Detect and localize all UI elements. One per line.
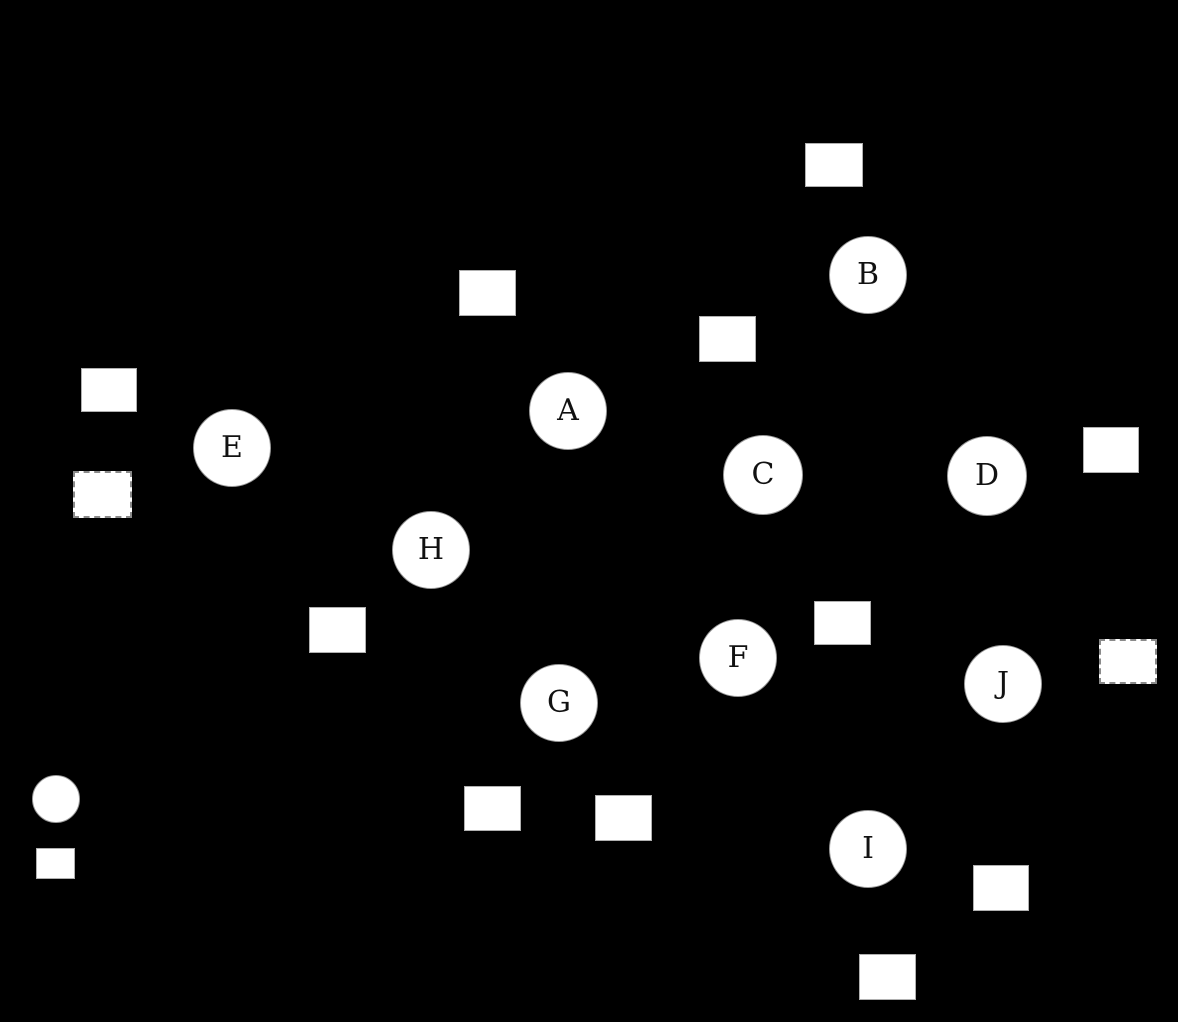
node-label: D [974, 458, 1000, 493]
node-label: A [557, 393, 579, 428]
solid-box[interactable] [459, 270, 516, 316]
node-label: J [996, 666, 1010, 701]
solid-box[interactable] [805, 143, 863, 187]
dashed-box[interactable] [1099, 639, 1157, 684]
graph-node-E[interactable]: E [193, 409, 271, 487]
graph-node-C[interactable]: C [723, 435, 803, 515]
node-label: C [751, 457, 775, 492]
solid-box[interactable] [699, 316, 756, 362]
graph-node-G[interactable]: G [520, 664, 598, 742]
node-label: G [547, 685, 571, 720]
node-label: E [221, 430, 243, 465]
node-label: H [417, 532, 445, 567]
graph-node-D[interactable]: D [947, 436, 1027, 516]
solid-box[interactable] [464, 786, 521, 831]
graph-node-J[interactable]: J [964, 645, 1042, 723]
dashed-box[interactable] [73, 471, 132, 518]
graph-node-H[interactable]: H [392, 511, 470, 589]
solid-box[interactable] [309, 607, 366, 653]
graph-node-A[interactable]: A [529, 372, 607, 450]
graph-node-F[interactable]: F [699, 619, 777, 697]
node-label: I [862, 831, 874, 866]
solid-box[interactable] [81, 368, 137, 412]
solid-box[interactable] [973, 865, 1029, 911]
graph-node-I[interactable]: I [829, 810, 907, 888]
node-label: F [727, 640, 749, 675]
legend-circle-marker [32, 775, 80, 823]
legend-square-marker [36, 848, 75, 879]
graph-node-B[interactable]: B [829, 236, 907, 314]
solid-box[interactable] [595, 795, 652, 841]
solid-box[interactable] [859, 954, 916, 1000]
node-label: B [856, 257, 880, 292]
solid-box[interactable] [1083, 427, 1139, 473]
solid-box[interactable] [814, 601, 871, 645]
